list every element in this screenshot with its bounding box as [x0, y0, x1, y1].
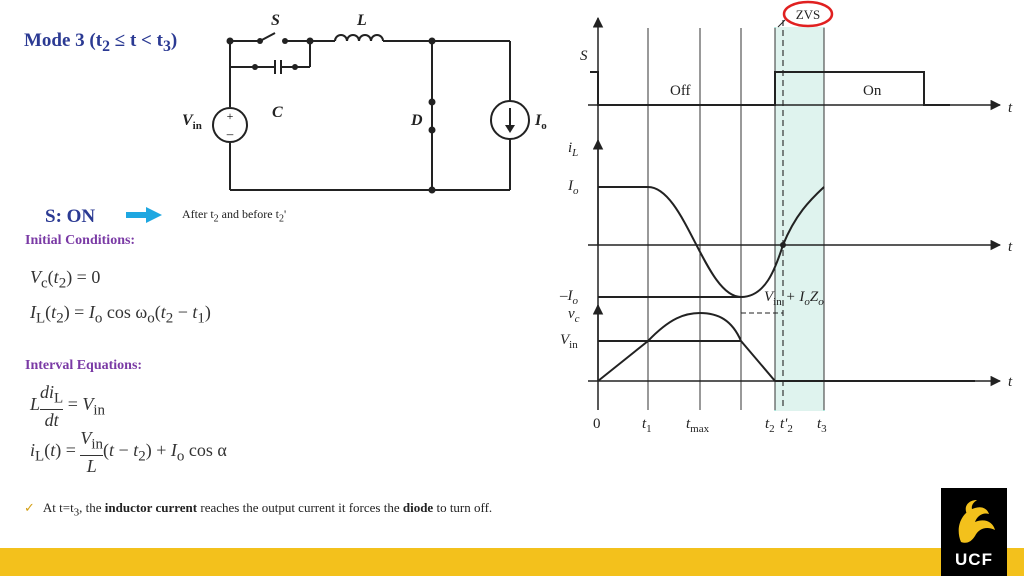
after-note: After t2 and before t2' — [182, 207, 287, 225]
tick-t1: t1 — [642, 416, 652, 435]
vc-axis-label: vc — [568, 306, 580, 325]
source-label: Vin — [182, 112, 202, 132]
t-axis-label-3: t — [1008, 374, 1013, 390]
svg-text:+: + — [227, 109, 234, 123]
vin-label: Vin — [560, 332, 578, 351]
il-axis-label: iL — [568, 140, 578, 159]
io-label: Io — [567, 178, 579, 197]
page-title: Mode 3 (t2 ≤ t < t3) — [24, 30, 178, 55]
switch-state: S: ON — [45, 206, 96, 227]
zvs-label: ZVS — [796, 7, 821, 22]
neg-io-label: –Io — [559, 288, 579, 307]
conclusion-note: ✓At t=t3, the inductor current reaches t… — [24, 500, 493, 519]
s-axis-label: S — [580, 48, 588, 64]
initial-condition-il: IL(t2) = Io cos ωo(t2 − t1) — [30, 302, 211, 327]
waveform-diagram: ZVS S Off On t t t iL Io –Io vc Vin Vin … — [559, 0, 1013, 435]
inductor-label: L — [356, 12, 367, 29]
ucf-logo: UCF — [941, 488, 1007, 576]
t-axis-label-1: t — [1008, 100, 1013, 116]
tick-tmax: tmax — [686, 416, 710, 435]
svg-text:–: – — [226, 126, 234, 141]
off-label: Off — [670, 83, 691, 99]
checkmark-icon: ✓ — [24, 500, 35, 515]
pegasus-icon — [958, 500, 995, 543]
footer-bar — [0, 548, 1024, 576]
tick-t2: t2 — [765, 416, 775, 435]
zvs-band — [775, 27, 824, 411]
t-axis-label-2: t — [1008, 239, 1013, 255]
on-label: On — [863, 83, 882, 99]
tick-t2-prime: t'2 — [780, 416, 793, 435]
logo-text: UCF — [955, 550, 993, 569]
switch-label: S — [271, 12, 280, 29]
peak-voltage-label: Vin + IoZo — [764, 289, 824, 308]
interval-equations-heading: Interval Equations: — [25, 358, 143, 373]
initial-conditions-heading: Initial Conditions: — [25, 233, 136, 248]
initial-condition-vc: Vc(t2) = 0 — [30, 267, 101, 292]
circuit-diagram: + – S L C D Vin Io — [182, 12, 547, 194]
diode-label: D — [410, 112, 423, 129]
tick-t3: t3 — [817, 416, 827, 435]
cap-label: C — [272, 104, 283, 121]
load-label: Io — [534, 112, 547, 132]
tick-0: 0 — [593, 416, 601, 432]
right-arrow-icon — [126, 207, 162, 223]
